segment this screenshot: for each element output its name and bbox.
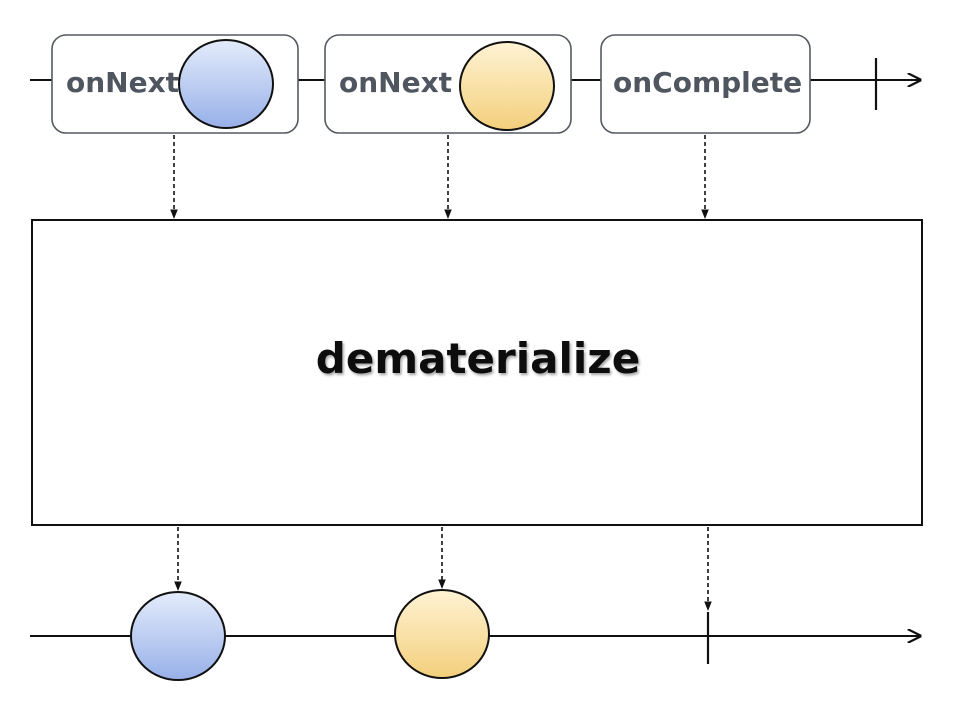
blue-marble bbox=[130, 591, 226, 681]
notification-box bbox=[600, 34, 811, 134]
yellow-marble bbox=[394, 589, 490, 679]
output-timeline bbox=[30, 589, 920, 681]
notification-label: onNext bbox=[339, 66, 452, 99]
notification-onnext-2: onNext bbox=[324, 34, 572, 134]
operator-label: dematerialize bbox=[316, 334, 640, 383]
blue-marble bbox=[178, 39, 274, 129]
notification-onnext-1: onNext bbox=[51, 34, 299, 134]
operator-rect bbox=[31, 219, 923, 526]
operator-box: dematerialize bbox=[31, 219, 923, 526]
output-connectors bbox=[174, 527, 712, 611]
notification-oncomplete: onComplete bbox=[600, 34, 811, 134]
notification-label: onComplete bbox=[613, 66, 802, 99]
notification-label: onNext bbox=[66, 66, 179, 99]
yellow-marble bbox=[459, 41, 555, 131]
input-connectors bbox=[170, 135, 709, 219]
